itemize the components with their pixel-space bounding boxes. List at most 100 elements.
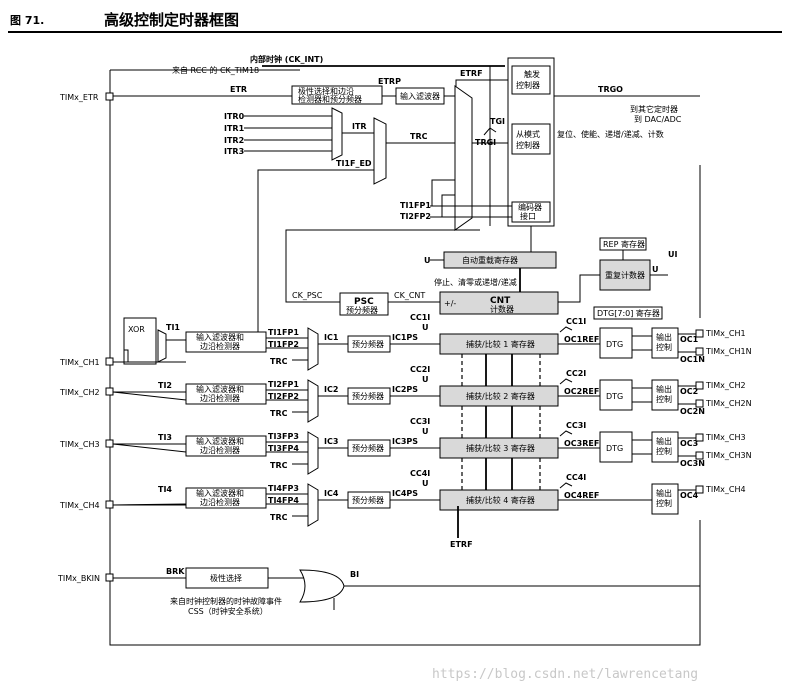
pin-out_ch2n-label: TIMx_CH2N	[705, 399, 752, 408]
ch2-filter-line1: 输入滤波器和	[196, 384, 244, 394]
rep-counter-label: 重复计数器	[605, 270, 645, 280]
itr2-label: ITR2	[224, 136, 244, 145]
to-dac-label: 到 DAC/ADC	[634, 115, 682, 124]
psc-label: PSC	[354, 297, 374, 307]
ch2-output-ctrl-block	[651, 379, 679, 411]
dtg-reg-label: DTG[7:0] 寄存器	[597, 308, 660, 318]
trc-mux	[373, 117, 387, 185]
ch3-dtg-label: DTG	[606, 444, 623, 453]
ch1-filter-line2: 边沿检测器	[200, 341, 240, 351]
ch4-u-label: U	[422, 479, 429, 488]
etr-label: ETR	[230, 85, 247, 94]
trigger-ctrl-line1: 触发	[524, 69, 540, 79]
ch4-ic-label: IC4	[324, 489, 339, 498]
input-filter-label: 输入滤波器	[400, 91, 440, 101]
pin-ch4	[105, 500, 114, 509]
ch3-u-label: U	[422, 427, 429, 436]
psc-sub-label: 预分频器	[346, 305, 378, 315]
ti2fp2-mux-line	[441, 194, 455, 217]
ch4-fpb-label: TI4FP4	[268, 496, 299, 505]
ch2-output-ctrl-line2: 控制	[656, 394, 672, 404]
ch2-ccr-label: 捕获/比较 2 寄存器	[466, 391, 535, 401]
pin-ch4-label: TIMx_CH4	[59, 501, 100, 510]
encoder-line1: 编码器	[518, 202, 542, 212]
ch4-ref-label: OC4REF	[564, 491, 599, 500]
ch1-cci-in-label: CC1I	[410, 313, 430, 322]
ti1f-ed-line	[257, 169, 374, 340]
slave-ctrl-line1: 从模式	[516, 129, 540, 139]
etrf-bottom-label: ETRF	[450, 540, 473, 549]
ch1-icps-label: IC1PS	[392, 333, 418, 342]
ch3-output-ctrl-block	[651, 431, 679, 463]
ch4-cci-arrow	[559, 482, 573, 489]
ch3-cci-in-label: CC3I	[410, 417, 430, 426]
auto-reload-label: 自动重载寄存器	[462, 255, 518, 265]
ch1-trc-label: TRC	[270, 357, 288, 366]
itr-mux	[331, 107, 343, 161]
ch3-trc-label: TRC	[270, 461, 288, 470]
ti4-label: TI4	[158, 485, 172, 494]
pin-ch1-label: TIMx_CH1	[59, 358, 100, 367]
trgi-mux	[454, 85, 473, 231]
pin-bkin	[105, 573, 114, 582]
ch3-oc-label: OC3	[680, 439, 698, 448]
trgi-label: TRGI	[475, 138, 496, 147]
ch4-cci-out-label: CC4I	[566, 473, 586, 482]
ck-psc-path	[285, 229, 480, 303]
ch3-output-ctrl-line1: 输出	[656, 436, 672, 446]
itr0-label: ITR0	[224, 112, 245, 121]
ch2-ref-label: OC2REF	[564, 387, 599, 396]
pin-out_ch1n-label: TIMx_CH1N	[705, 347, 752, 356]
ch1-filter-block	[185, 331, 267, 353]
ch2-u-label: U	[422, 375, 429, 384]
ti1f-ed-label: TI1F_ED	[336, 159, 372, 168]
ch1-oc-label: OC1	[680, 335, 699, 344]
trgo-label: TRGO	[598, 85, 623, 94]
ch4-ic-mux	[307, 483, 319, 527]
ch4-filter-line2: 边沿检测器	[200, 497, 240, 507]
ch2-cci-arrow	[559, 378, 573, 385]
ch3-filter-block	[185, 435, 267, 457]
u-ar-label: U	[424, 256, 431, 265]
pin-out_ch1-label: TIMx_CH1	[705, 329, 746, 338]
ui-label: UI	[668, 250, 677, 259]
ch2-output-ctrl-line1: 输出	[656, 384, 672, 394]
ch3-filter-line1: 输入滤波器和	[196, 436, 244, 446]
pin-out_ch3-label: TIMx_CH3	[705, 433, 746, 442]
ch4-feed	[112, 503, 187, 506]
pin-out_ch4-label: TIMx_CH4	[705, 485, 746, 494]
ti1fp1-label: TI1FP1	[400, 201, 431, 210]
ti2-label: TI2	[158, 381, 172, 390]
ch3-ic-mux	[307, 431, 319, 475]
ch1-prescaler-label: 预分频器	[352, 339, 384, 349]
ch2-trc-label: TRC	[270, 409, 288, 418]
ch4-fpa-label: TI4FP3	[268, 484, 299, 493]
watermark: https://blog.csdn.net/lawrencetang	[432, 667, 698, 682]
ch4-filter-line1: 输入滤波器和	[196, 488, 244, 498]
tgi-arrow	[483, 127, 497, 136]
stop-clear-label: 停止、清零或递增/递减	[434, 277, 517, 287]
ch2-ocn-label: OC2N	[680, 407, 705, 416]
ti1-mux	[157, 329, 167, 363]
ck-int-label: 内部时钟 (CK_INT)	[250, 54, 323, 64]
ch3-fpb-label: TI3FP4	[268, 444, 299, 453]
ch2-feed	[112, 391, 187, 401]
ch1-u-label: U	[422, 323, 429, 332]
trc-label: TRC	[410, 132, 428, 141]
ch1-ic-mux	[307, 327, 319, 371]
ch4-trc-label: TRC	[270, 513, 288, 522]
etrf-label: ETRF	[460, 69, 483, 78]
itr-label: ITR	[352, 122, 367, 131]
ch2-oc-label: OC2	[680, 387, 698, 396]
encoder-block	[511, 201, 551, 223]
channels-group: TIMx_CH1TI1输入滤波器和边沿检测器TI1FP1TI1FP2TRCIC1…	[59, 313, 752, 527]
ch1-cci-out-label: CC1I	[566, 317, 586, 326]
pin-out_ch1	[695, 329, 704, 338]
xor-block	[123, 317, 157, 365]
encoder-line2: 接口	[520, 211, 536, 221]
itr1-label: ITR1	[224, 124, 245, 133]
pin-ch2-label: TIMx_CH2	[59, 388, 100, 397]
slave-modes-label: 复位、使能、递增/递减、计数	[557, 129, 664, 139]
pin-etr	[105, 92, 114, 101]
